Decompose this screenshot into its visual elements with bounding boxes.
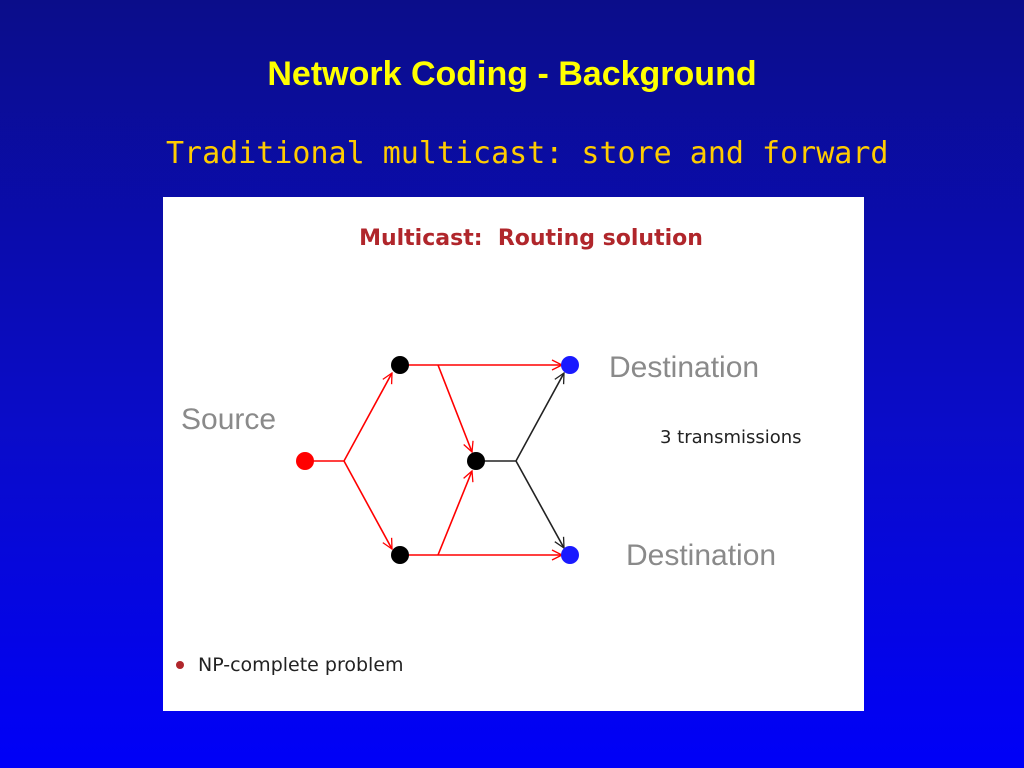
panel-title: Multicast: Routing solution: [0, 224, 1024, 254]
edge-relay-top-to-relay-middle: [437, 364, 472, 452]
panel-title-text: Multicast: Routing solution: [359, 226, 703, 251]
bullet-text: NP-complete problem: [198, 654, 404, 676]
edge-source-to-relay-bottom: [343, 460, 393, 549]
diagram-panel: [163, 197, 864, 711]
bullet-item: NP-complete problem: [176, 652, 404, 678]
bullet-dot-icon: [176, 661, 184, 669]
edge-relay-middle-to-destination-bottom: [515, 460, 564, 548]
transmissions-label: 3 transmissions: [660, 427, 802, 448]
destination-bottom-label: Destination: [626, 539, 777, 572]
destination-bottom-node: [561, 546, 579, 564]
relay-middle-node: [467, 452, 485, 470]
destination-top-label: Destination: [609, 351, 760, 384]
edge-source-to-relay-top: [306, 373, 393, 462]
edge-relay-middle-to-destination-top: [476, 373, 565, 462]
edge-relay-bottom-to-relay-middle: [437, 471, 472, 556]
destination-top-node: [561, 356, 579, 374]
source-label: Source: [181, 403, 277, 436]
relay-top-node: [391, 356, 409, 374]
relay-bottom-node: [391, 546, 409, 564]
slide-subtitle: Traditional multicast: store and forward: [166, 136, 889, 171]
slide-title: Network Coding - Background: [267, 55, 757, 93]
source-node: [296, 452, 314, 470]
